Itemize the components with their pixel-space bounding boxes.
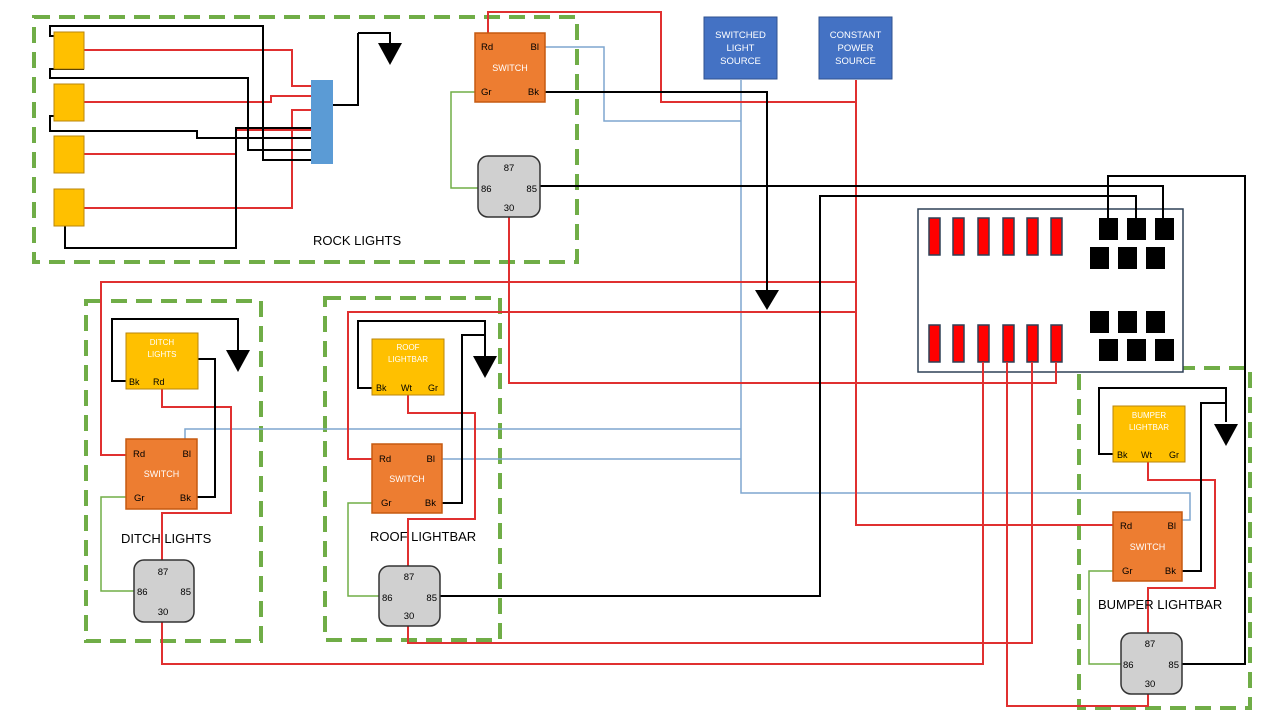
fuse-row-top xyxy=(928,217,1063,256)
svg-text:85: 85 xyxy=(1168,660,1179,671)
svg-text:85: 85 xyxy=(526,184,537,195)
bumper-lightbar-label: BUMPER LIGHTBAR xyxy=(1098,597,1222,612)
bumper-lightbar-fixture: BUMPER LIGHTBAR Bk Wt Gr xyxy=(1112,405,1186,463)
svg-text:LIGHTS: LIGHTS xyxy=(148,350,177,359)
ground-arrows xyxy=(226,43,1238,446)
blue-wires xyxy=(184,46,1191,521)
svg-text:Rd: Rd xyxy=(481,42,493,53)
rock-lights-switch: Rd Bl SWITCH Gr Bk xyxy=(474,32,546,103)
svg-text:87: 87 xyxy=(1145,639,1156,650)
svg-text:Gr: Gr xyxy=(1122,566,1133,577)
ditch-lights-fixture: DITCH LIGHTS Bk Rd xyxy=(125,332,199,390)
svg-text:Bk: Bk xyxy=(180,493,191,504)
svg-text:30: 30 xyxy=(404,611,415,622)
rock-light-4 xyxy=(53,188,85,227)
svg-text:Bl: Bl xyxy=(531,42,539,53)
fuse-row-bottom xyxy=(928,324,1063,363)
svg-text:30: 30 xyxy=(158,607,169,618)
svg-text:Rd: Rd xyxy=(1120,521,1132,532)
svg-text:Bk: Bk xyxy=(1117,450,1128,460)
svg-text:Gr: Gr xyxy=(381,498,392,509)
bumper-lightbar-switch: Rd Bl SWITCH Gr Bk xyxy=(1112,511,1183,582)
ditch-lights-relay: 87 86 85 30 xyxy=(133,559,195,623)
svg-text:86: 86 xyxy=(382,593,393,604)
roof-lightbar-switch: Rd Bl SWITCH Gr Bk xyxy=(371,443,443,514)
svg-text:85: 85 xyxy=(180,587,191,598)
splice-block xyxy=(311,80,333,164)
roof-lightbar-relay: 87 86 85 30 xyxy=(378,565,441,627)
svg-text:LIGHTBAR: LIGHTBAR xyxy=(388,355,428,364)
roof-lightbar-group-border xyxy=(323,296,502,642)
svg-text:SWITCH: SWITCH xyxy=(144,469,180,479)
svg-text:Gr: Gr xyxy=(134,493,145,504)
switched-source-line3: SOURCE xyxy=(720,56,761,67)
red-wires xyxy=(84,11,1216,707)
ditch-ground-arrow xyxy=(226,350,250,372)
svg-text:Bk: Bk xyxy=(376,383,387,393)
svg-text:Rd: Rd xyxy=(379,454,391,465)
svg-text:30: 30 xyxy=(1145,679,1156,690)
svg-text:86: 86 xyxy=(1123,660,1134,671)
rock-light-2 xyxy=(53,83,85,122)
bumper-lightbar-relay: 87 86 85 30 xyxy=(1120,632,1183,695)
svg-text:Gr: Gr xyxy=(428,383,438,393)
svg-text:85: 85 xyxy=(426,593,437,604)
switched-light-source: SWITCHED LIGHT SOURCE xyxy=(703,16,778,80)
svg-text:Bl: Bl xyxy=(183,449,191,460)
svg-text:87: 87 xyxy=(404,572,415,583)
ditch-lights-label: DITCH LIGHTS xyxy=(121,531,212,546)
svg-text:Bk: Bk xyxy=(528,87,539,98)
rock-ground-arrow xyxy=(378,43,402,65)
main-ground-arrow xyxy=(755,290,779,310)
constant-source-line2: POWER xyxy=(838,43,874,54)
constant-power-source: CONSTANT POWER SOURCE xyxy=(818,16,893,80)
svg-text:Bk: Bk xyxy=(129,377,140,387)
green-wires xyxy=(100,91,1121,665)
svg-text:Bk: Bk xyxy=(1165,566,1176,577)
svg-text:DITCH: DITCH xyxy=(150,338,175,347)
svg-text:87: 87 xyxy=(158,567,169,578)
svg-text:Wt: Wt xyxy=(401,383,412,393)
rock-lights-label: ROCK LIGHTS xyxy=(313,233,401,248)
svg-text:BUMPER: BUMPER xyxy=(1132,411,1166,420)
svg-text:Bk: Bk xyxy=(425,498,436,509)
roof-lightbar-fixture: ROOF LIGHTBAR Bk Wt Gr xyxy=(371,338,445,396)
rock-light-3 xyxy=(53,135,85,174)
ditch-lights-group-border xyxy=(84,299,263,643)
svg-text:Gr: Gr xyxy=(481,87,492,98)
svg-text:ROOF: ROOF xyxy=(396,343,419,352)
switched-source-line1: SWITCHED xyxy=(715,30,766,41)
svg-text:Wt: Wt xyxy=(1141,450,1152,460)
svg-text:SWITCH: SWITCH xyxy=(389,474,425,484)
svg-text:Bl: Bl xyxy=(427,454,435,465)
relay-sockets xyxy=(1090,218,1174,361)
svg-text:30: 30 xyxy=(504,203,515,214)
rock-light-1 xyxy=(53,31,85,70)
switched-source-line2: LIGHT xyxy=(727,43,755,54)
constant-source-line1: CONSTANT xyxy=(830,30,882,41)
svg-text:Rd: Rd xyxy=(133,449,145,460)
rock-light-pods xyxy=(53,31,85,227)
svg-text:SWITCH: SWITCH xyxy=(1130,542,1166,552)
black-wires xyxy=(49,25,1246,665)
svg-text:Gr: Gr xyxy=(1169,450,1179,460)
svg-text:87: 87 xyxy=(504,163,515,174)
svg-text:86: 86 xyxy=(137,587,148,598)
bumper-ground-arrow xyxy=(1214,424,1238,446)
svg-text:LIGHTBAR: LIGHTBAR xyxy=(1129,423,1169,432)
svg-text:Bl: Bl xyxy=(1168,521,1176,532)
constant-source-line3: SOURCE xyxy=(835,56,876,67)
svg-text:Rd: Rd xyxy=(153,377,165,387)
rock-lights-relay: 87 86 85 30 xyxy=(477,155,541,218)
fuse-box xyxy=(917,208,1184,373)
roof-lightbar-label: ROOF LIGHTBAR xyxy=(370,529,476,544)
roof-ground-arrow xyxy=(473,356,497,378)
rock-lights-group-border xyxy=(32,15,579,264)
svg-text:SWITCH: SWITCH xyxy=(492,63,528,73)
ditch-lights-switch: Rd Bl SWITCH Gr Bk xyxy=(125,438,198,510)
svg-text:86: 86 xyxy=(481,184,492,195)
